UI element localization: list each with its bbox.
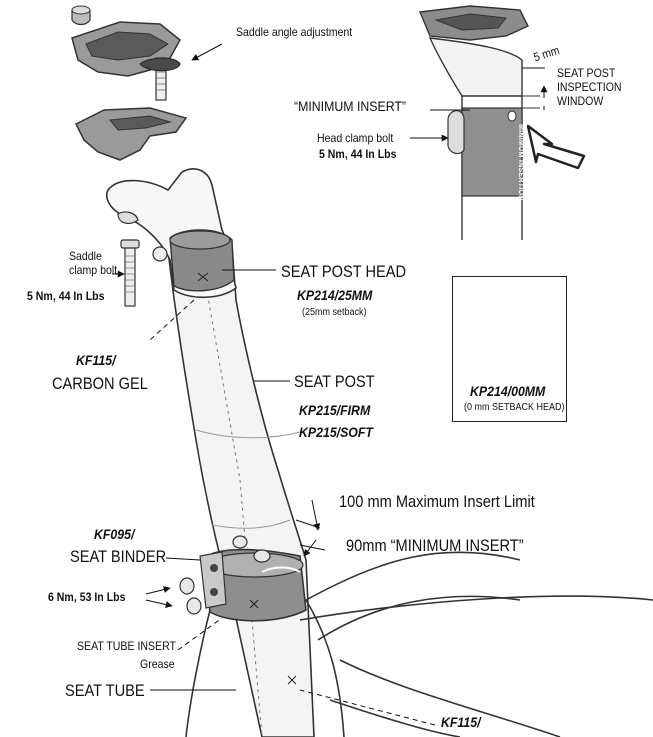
- head-clamp-bolt-label: Head clamp bolt: [317, 131, 394, 145]
- head-clamp-torque: 5 Nm, 44 In Lbs: [319, 147, 397, 161]
- detail-seatpost-view: [418, 5, 540, 240]
- carbon-gel-label: CARBON GEL: [52, 374, 148, 393]
- seat-binder-clamp: [199, 548, 307, 622]
- saddle-clamp-top: [71, 21, 181, 101]
- seat-post-centerline: [204, 279, 263, 737]
- inspection-arrow-icon: [526, 124, 586, 170]
- seat-post-head-part: KP214/25MM: [297, 287, 373, 303]
- saddle-clamp-bolt: [120, 239, 140, 307]
- saddle-clamp-line-2: clamp bolt: [69, 262, 118, 277]
- inspection-window-line-1: SEAT POST: [557, 66, 616, 80]
- seat-post-head-note: (25mm setback): [302, 307, 367, 318]
- seat-tube-insert-label: SEAT TUBE INSERT: [77, 639, 176, 653]
- inspection-window-line-3: WINDOW: [557, 93, 604, 108]
- inset-product-box: [452, 276, 567, 422]
- seat-post-part-firm: KP215/FIRM: [299, 402, 371, 418]
- frame-tubes: [185, 551, 653, 737]
- seat-binder-part: KF095/: [94, 526, 135, 542]
- saddle-clamp-line-1: Saddle: [69, 249, 102, 263]
- leader-lines: [112, 43, 548, 726]
- seat-post-label: SEAT POST: [294, 372, 375, 391]
- window-text: MINIMUM INSERTION: [517, 124, 525, 201]
- min-insert-label: 90mm “MINIMUM INSERT”: [346, 536, 524, 555]
- saddle-clamp-bolt-label: Saddle clamp bolt: [69, 249, 118, 278]
- seat-post-part-soft: KP215/SOFT: [299, 424, 373, 440]
- seat-binder-label: SEAT BINDER: [70, 547, 167, 566]
- saddle-angle-label: Saddle angle adjustment: [236, 25, 353, 39]
- seat-post-head: [105, 168, 237, 299]
- carbon-gel-part: KF115/: [76, 352, 116, 368]
- bottom-part-label: KF115/: [441, 714, 481, 730]
- saddle-clamp-bottom: [74, 107, 188, 161]
- binder-torque: 6 Nm, 53 In Lbs: [48, 590, 126, 604]
- small-washer: [71, 5, 91, 26]
- inset-part-label: KP214/00MM: [470, 383, 546, 399]
- seat-tube-label: SEAT TUBE: [65, 681, 145, 700]
- inspection-window-label: SEAT POST INSPECTION WINDOW: [557, 66, 622, 108]
- saddle-clamp-torque: 5 Nm, 44 In Lbs: [27, 289, 105, 303]
- inspection-window-line-2: INSPECTION: [557, 79, 622, 94]
- seat-post-head-label: SEAT POST HEAD: [281, 262, 407, 281]
- grease-label: Grease: [140, 657, 175, 671]
- max-insert-label: 100 mm Maximum Insert Limit: [339, 492, 535, 511]
- min-insert-top-label: “MINIMUM INSERT”: [294, 98, 407, 114]
- binder-bolts: [179, 535, 271, 615]
- inset-note-label: (0 mm SETBACK HEAD): [464, 402, 565, 413]
